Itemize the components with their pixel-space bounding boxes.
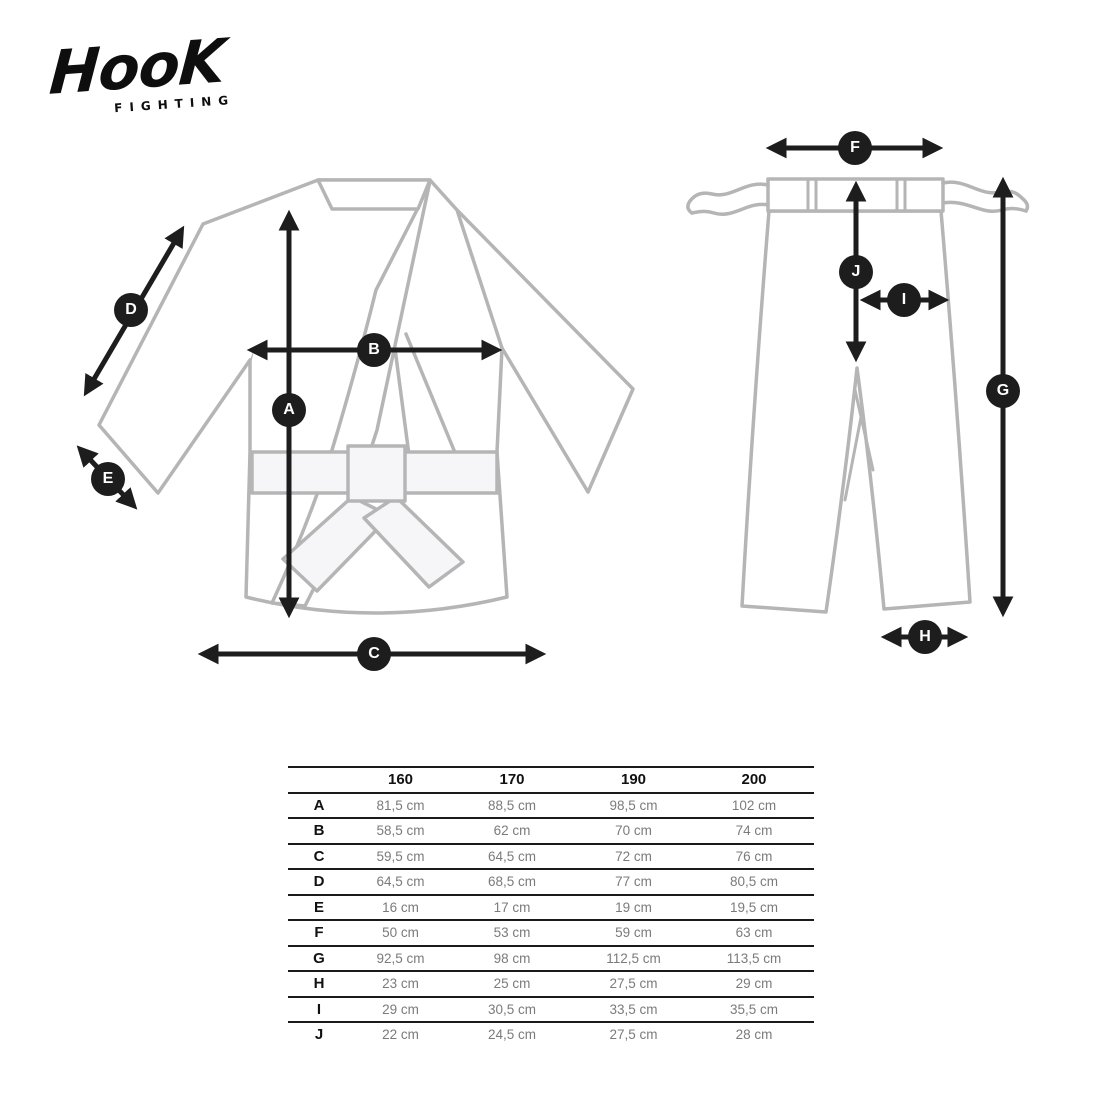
row-label: I [316,1000,322,1018]
table-row: H 23 cm 25 cm 27,5 cm 29 cm [288,970,814,996]
jacket-left-sleeve [97,178,320,495]
cell-value: 27,5 cm [609,976,658,992]
row-label: G [313,949,325,967]
table-header-row: 160 170 190 200 [288,766,814,792]
table-row: F 50 cm 53 cm 59 cm 63 cm [288,919,814,945]
column-header-190: 190 [620,771,647,789]
cell-value: 72 cm [615,848,652,864]
size-table: 160 170 190 200 A 81,5 cm 88,5 cm 98,5 cm 10… [288,766,814,1047]
cell-value: 113,5 cm [726,950,782,966]
cell-value: 76 cm [735,848,773,864]
marker-J: J [839,255,873,289]
marker-C: C [357,637,391,671]
cell-value: 77 cm [615,874,652,890]
marker-D: D [114,293,148,327]
column-header-170: 170 [499,771,525,789]
table-row: B 58,5 cm 62 cm 70 cm 74 cm [288,817,814,843]
row-label: D [313,873,325,891]
row-label: H [313,975,325,993]
cell-value: 112,5 cm [606,950,661,966]
cell-value: 24,5 cm [487,1027,537,1043]
drawstring-right-bottom [941,200,1028,213]
jacket-collar [316,178,432,211]
cell-value: 29 cm [382,1001,419,1017]
marker-A: A [272,393,306,427]
drawstring-left-top [688,182,770,203]
marker-I: I [887,283,921,317]
column-header-160: 160 [387,771,414,789]
measurement-diagram: A B C D E F G H I J [76,131,1030,671]
cell-value: 62 cm [493,823,531,839]
table-body: A 81,5 cm 88,5 cm 98,5 cm 102 cm B 58,5 cm 62 c… [288,791,814,1047]
cell-value: 22 cm [382,1027,419,1043]
cell-value: 88,5 cm [487,797,537,813]
cell-value: 28 cm [735,1027,773,1043]
cell-value: 74 cm [735,823,773,839]
jacket-left-lapel-lower-fill [394,334,456,455]
cell-value: 16 cm [382,899,419,915]
drawstring-right-tip [1021,197,1030,213]
cell-value: 102 cm [731,797,777,813]
cell-value: 64,5 cm [376,874,425,890]
garment-diagram-svg [76,137,1030,665]
drawstring-left-bottom [690,202,770,216]
cell-value: 27,5 cm [609,1027,658,1043]
cell-value: 70 cm [615,823,652,839]
table-row: I 29 cm 30,5 cm 33,5 cm 35,5 cm [288,995,814,1022]
cell-value: 23 cm [382,976,419,992]
table-row: J 22 cm 24,5 cm 27,5 cm 28 cm [288,1021,814,1047]
column-header-200: 200 [741,771,767,789]
waistband-stitching [806,177,907,213]
cell-value: 25 cm [493,976,531,992]
cell-value: 33,5 cm [609,1001,658,1017]
belt-tail-right [362,495,465,589]
drawstring-left-tip [686,199,694,215]
cell-value: 29 cm [735,976,773,992]
row-label: F [314,924,324,942]
cell-value: 19 cm [615,899,652,915]
drawstring-right-top [941,180,1025,201]
row-label: B [313,822,325,840]
cell-value: 30,5 cm [487,1001,537,1017]
belt-knot [346,444,407,503]
cell-value: 64,5 cm [487,848,537,864]
cell-value: 19,5 cm [729,899,779,915]
cell-value: 98 cm [493,950,531,966]
jacket-right-sleeve-fill [430,181,633,492]
pants-gusset-seams [843,388,875,502]
table-row: C 59,5 cm 64,5 cm 72 cm 76 cm [288,842,814,869]
marker-G: G [986,374,1020,408]
cell-value: 98,5 cm [609,797,658,813]
row-label: J [314,1026,324,1044]
table-row: G 92,5 cm 98 cm 112,5 cm 113,5 cm [288,944,814,971]
cell-value: 80,5 cm [729,874,779,890]
cell-value: 68,5 cm [487,874,537,890]
cell-value: 58,5 cm [376,823,425,839]
table-row: D 64,5 cm 68,5 cm 77 cm 80,5 cm [288,868,814,894]
jacket-right-sleeve [455,208,635,494]
cell-value: 53 cm [493,925,531,941]
jacket-drawing [97,178,635,615]
cell-value: 59 cm [615,925,652,941]
cell-value: 35,5 cm [729,1001,779,1017]
marker-H: H [908,620,942,654]
marker-F: F [838,131,872,165]
cell-value: 63 cm [735,925,773,941]
row-label: E [313,898,324,916]
cell-value: 81,5 cm [376,797,425,813]
table-row: A 81,5 cm 88,5 cm 98,5 cm 102 cm [288,791,814,818]
row-label: C [313,847,325,865]
row-label: A [313,796,325,814]
cell-value: 50 cm [382,925,419,941]
cell-value: 17 cm [493,899,531,915]
cell-value: 59,5 cm [376,848,425,864]
jacket-left-sleeve-fill [99,180,318,493]
cell-value: 92,5 cm [376,950,425,966]
table-row: E 16 cm 17 cm 19 cm 19,5 cm [288,893,814,920]
marker-E: E [91,462,125,496]
marker-B: B [357,333,391,367]
